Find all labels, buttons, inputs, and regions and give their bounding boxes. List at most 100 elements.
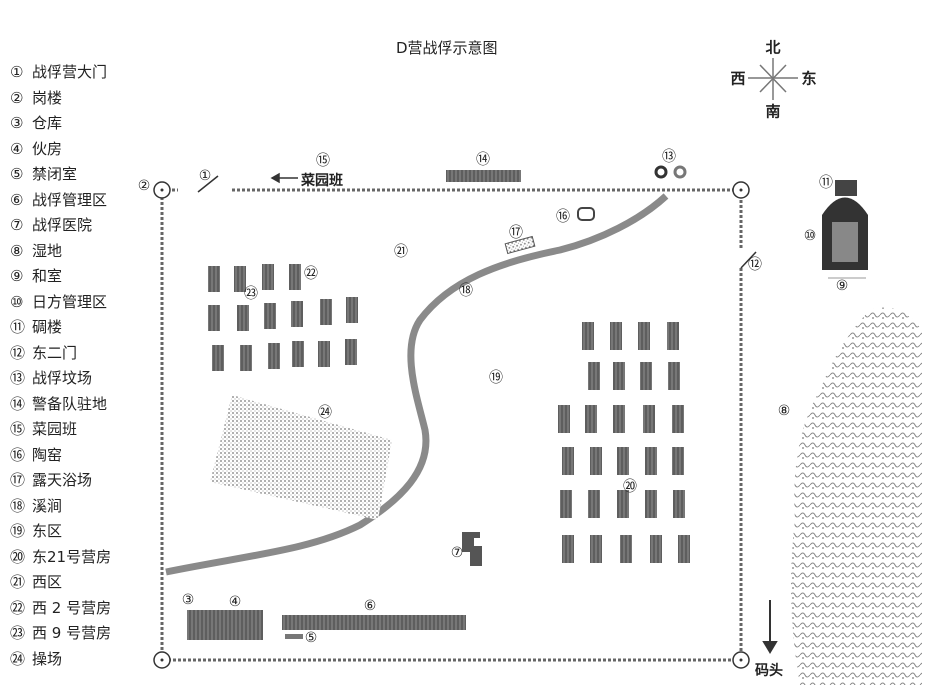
legend-label: 东区 xyxy=(32,522,63,540)
east-barrack xyxy=(672,447,684,475)
east-barrack xyxy=(582,322,594,350)
legend-item: ⑯ 陶窑 xyxy=(10,443,111,469)
map-label-10: ⑩ xyxy=(803,228,817,244)
legend-label: 西区 xyxy=(32,573,63,591)
legend-number: ㉔ xyxy=(10,649,26,668)
playground xyxy=(210,395,392,520)
compass-north: 北 xyxy=(765,38,781,57)
legend-number: ㉓ xyxy=(10,624,26,642)
legend-label: 陶窑 xyxy=(32,445,63,464)
compass-east: 东 xyxy=(801,69,817,88)
east-barrack xyxy=(673,490,685,518)
map-label-18: ⑱ xyxy=(459,283,473,299)
east-barrack xyxy=(645,490,657,518)
east-barrack xyxy=(588,490,600,518)
legend-label: 东二门 xyxy=(32,343,78,362)
dock-label: 码头 xyxy=(755,663,783,679)
map-label-9: ⑨ xyxy=(835,278,849,294)
legend-number: ⑨ xyxy=(10,267,24,285)
legend-number: ㉑ xyxy=(10,573,26,591)
legend-number: ⑰ xyxy=(10,471,26,489)
legend-number: ⑬ xyxy=(10,369,26,387)
east-barrack xyxy=(672,405,684,433)
legend-number: ⑱ xyxy=(10,496,26,515)
legend-label: 禁闭室 xyxy=(32,165,78,183)
legend-label: 操场 xyxy=(32,649,63,668)
legend-number: ⑩ xyxy=(10,292,24,311)
east-barrack xyxy=(558,405,570,433)
map-label-1: ① xyxy=(198,168,212,184)
map-label-23: ㉓ xyxy=(244,286,258,302)
map-label-22: ㉒ xyxy=(304,266,318,282)
legend-label: 仓库 xyxy=(32,114,63,132)
legend-item: ⑪ 碉楼 xyxy=(10,315,111,341)
legend-label: 东21号营房 xyxy=(32,547,112,566)
east-barrack xyxy=(585,405,597,433)
east-barrack xyxy=(620,535,632,563)
legend-label: 战俘坟场 xyxy=(32,369,93,387)
map-label-4: ④ xyxy=(228,594,242,610)
legend-number: ⑯ xyxy=(10,445,26,464)
legend-number: ⑭ xyxy=(10,394,26,413)
vegetable-team-label: 菜园班 xyxy=(301,173,343,189)
east-barrack xyxy=(610,322,622,350)
legend-item: ⑬ 战俘坟场 xyxy=(10,366,111,392)
guard-post xyxy=(446,170,521,182)
legend-number: ⑤ xyxy=(10,165,24,183)
legend-number: ⑮ xyxy=(10,420,26,438)
legend-item: ⑤ 禁闭室 xyxy=(10,162,111,188)
east-barracks xyxy=(558,322,690,563)
legend-label: 警备队驻地 xyxy=(32,394,108,413)
east-barrack xyxy=(588,362,600,390)
map-label-7: ⑦ xyxy=(450,545,464,561)
east-barrack xyxy=(590,535,602,563)
legend-label: 战俘医院 xyxy=(32,216,93,234)
legend-item: ④ 伙房 xyxy=(10,137,111,163)
legend-number: ⑫ xyxy=(10,343,26,362)
east-barrack xyxy=(613,362,625,390)
east-barrack xyxy=(643,405,655,433)
map-label-14: ⑭ xyxy=(476,152,490,168)
east-barrack xyxy=(668,362,680,390)
compass-rose-icon xyxy=(748,58,798,100)
east-barrack xyxy=(640,362,652,390)
warehouse-kitchen xyxy=(187,610,263,640)
legend-item: ⑭ 警备队驻地 xyxy=(10,392,111,418)
map-label-17: ⑰ xyxy=(509,225,523,241)
arrow-icon-vegetable xyxy=(270,172,298,184)
blockhouse xyxy=(835,180,857,196)
legend-label: 岗楼 xyxy=(32,88,63,107)
east-barrack xyxy=(617,447,629,475)
map-label-16: ⑯ xyxy=(556,209,570,225)
map-label-21: ㉑ xyxy=(394,244,408,260)
legend-label: 碉楼 xyxy=(32,318,63,336)
admin-area xyxy=(282,615,466,630)
east-barrack xyxy=(650,535,662,563)
map-label-15: ⑮ xyxy=(316,153,330,169)
legend-number: ⑪ xyxy=(10,318,26,336)
legend-number: ④ xyxy=(10,139,24,158)
bath xyxy=(504,235,536,255)
legend-number: ① xyxy=(10,63,24,81)
east-barrack xyxy=(562,447,574,475)
legend-label: 西 9 号营房 xyxy=(32,624,112,642)
map-label-11: ⑪ xyxy=(819,175,833,191)
legend-number: ⑥ xyxy=(10,190,24,209)
legend-number: ⑲ xyxy=(10,522,26,540)
legend-label: 伙房 xyxy=(32,139,63,158)
legend-item: ⑲ 东区 xyxy=(10,519,111,545)
east-barrack xyxy=(590,447,602,475)
